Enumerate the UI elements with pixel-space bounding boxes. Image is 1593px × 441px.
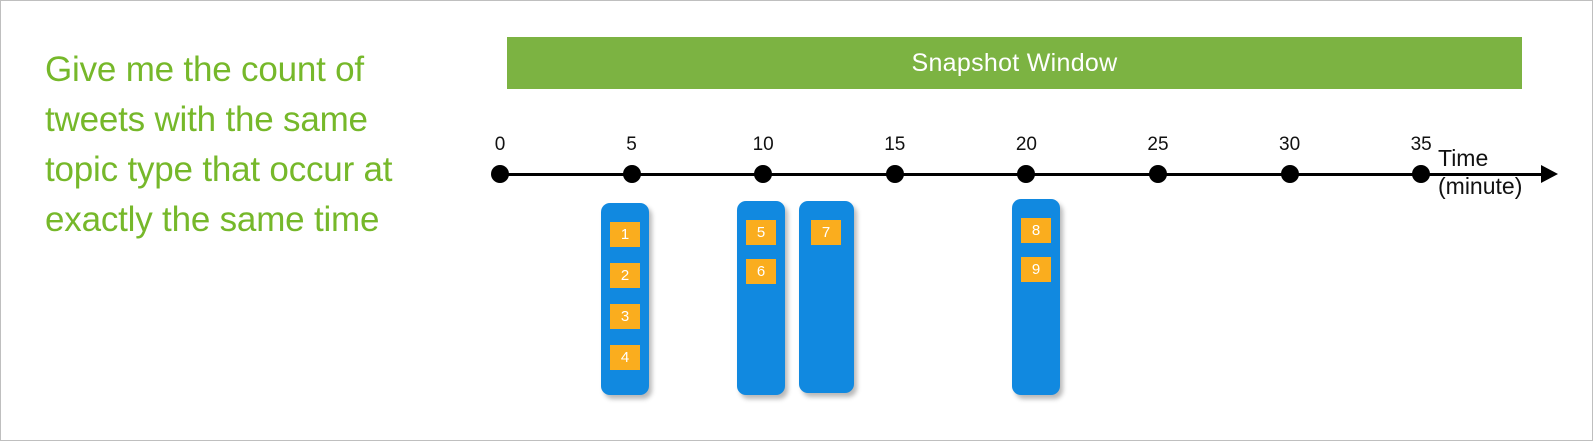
axis-arrow-icon: [1541, 165, 1558, 183]
tweet-tile-7[interactable]: 7: [811, 220, 841, 245]
axis-dot-35: [1412, 165, 1431, 183]
axis-dot-15: [885, 165, 904, 183]
tweet-tile-9[interactable]: 9: [1021, 257, 1051, 282]
tweet-tile-1[interactable]: 1: [610, 222, 640, 247]
axis-dot-5: [622, 165, 641, 183]
axis-dot-25: [1149, 165, 1167, 183]
tweet-tile-3[interactable]: 3: [610, 304, 640, 329]
axis-dot-20: [1017, 165, 1036, 183]
axis-tick-label-5: 5: [626, 134, 637, 155]
axis-title-main: Time: [1438, 145, 1489, 171]
tweet-tile-2[interactable]: 2: [610, 263, 640, 288]
tweet-tile-8[interactable]: 8: [1021, 218, 1051, 243]
tweet-tile-5[interactable]: 5: [746, 220, 776, 245]
axis-tick-label-35: 35: [1410, 134, 1432, 155]
axis-dot-10: [754, 165, 773, 183]
axis-tick-label-20: 20: [1015, 134, 1037, 155]
snapshot-window-banner: Snapshot Window: [507, 37, 1522, 89]
axis-tick-label-25: 25: [1147, 134, 1169, 155]
axis-tick-label-0: 0: [494, 134, 506, 155]
tweet-tile-6[interactable]: 6: [746, 259, 776, 284]
tweet-tile-4[interactable]: 4: [610, 345, 640, 370]
axis-tick-label-10: 10: [752, 134, 774, 155]
axis-title-unit: (minute): [1438, 173, 1523, 199]
axis-title: Time (minute): [1438, 144, 1588, 200]
axis-dot-0: [491, 165, 509, 183]
caption-text: Give me the count of tweets with the sam…: [45, 50, 402, 239]
axis-tick-label-30: 30: [1279, 134, 1301, 155]
group-t5[interactable]: 1 2 3 4: [601, 203, 649, 395]
axis-dot-30: [1280, 165, 1299, 183]
snapshot-window-label: Snapshot Window: [911, 48, 1118, 77]
group-t10-b[interactable]: 7: [799, 201, 854, 393]
axis-tick-label-15: 15: [884, 134, 906, 155]
